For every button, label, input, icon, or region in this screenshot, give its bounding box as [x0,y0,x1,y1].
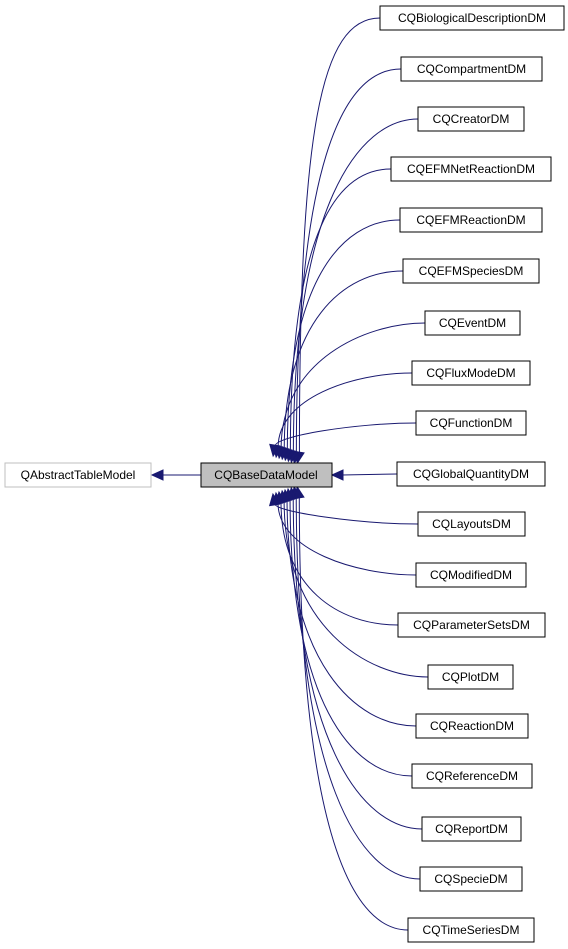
edge-cqfunctiondm [274,422,417,447]
node-cqparametersetsdm[interactable]: CQParameterSetsDM [397,612,546,638]
node-label: CQModifiedDM [430,568,512,582]
node-cqspeciedm[interactable]: CQSpecieDM [419,866,523,892]
edge-cqfluxmodedm [277,372,413,448]
edge-cqmodifieddm [277,502,417,576]
edges [150,17,429,931]
edge-cqplotdm [283,500,429,678]
node-label: CQReactionDM [430,719,514,733]
arrowhead [150,469,164,481]
arrowhead [269,443,281,458]
node-label: CQBaseDataModel [214,468,317,482]
node-label: QAbstractTableModel [21,468,136,482]
edge-cqglobalquantitydm [341,473,398,476]
node-cqeventdm[interactable]: CQEventDM [424,310,521,336]
node-label: CQEFMReactionDM [416,213,525,227]
edge-cqeventdm [280,322,426,449]
edge-cqreactiondm [286,499,417,727]
edge-cqreferencedm [289,498,413,777]
node-label: CQEFMNetReactionDM [407,162,535,176]
node-label: CQReferenceDM [426,769,518,783]
node-cqfluxmodedm[interactable]: CQFluxModeDM [411,360,531,386]
node-label: CQEventDM [439,316,506,330]
node-cqreferencedm[interactable]: CQReferenceDM [411,763,533,789]
node-cqfunctiondm[interactable]: CQFunctionDM [415,410,527,436]
node-label: CQTimeSeriesDM [423,923,520,937]
node-cqglobalquantitydm[interactable]: CQGlobalQuantityDM [396,461,546,487]
edge-cqspeciedm [295,496,421,880]
node-cqefmspeciesdm[interactable]: CQEFMSpeciesDM [402,258,540,284]
arrowhead [293,485,305,500]
child-nodes: CQBiologicalDescriptionDM CQCompartmentDM… [379,5,565,943]
node-cqplotdm[interactable]: CQPlotDM [427,664,514,690]
node-cqreactiondm[interactable]: CQReactionDM [415,713,529,739]
node-cqbiologicaldescriptiondm[interactable]: CQBiologicalDescriptionDM [379,5,565,31]
node-label: CQFunctionDM [430,416,513,430]
node-label: CQFluxModeDM [426,366,515,380]
node-cqcompartmentdm[interactable]: CQCompartmentDM [400,56,543,82]
node-label: CQCompartmentDM [417,62,526,76]
node-cqtimeseriesdm[interactable]: CQTimeSeriesDM [407,917,535,943]
node-cqbasedatamodel[interactable]: CQBaseDataModel [200,462,333,488]
node-label: CQBiologicalDescriptionDM [398,11,546,25]
node-cqcreatordm[interactable]: CQCreatorDM [417,106,525,132]
node-cqefmreactiondm[interactable]: CQEFMReactionDM [399,207,543,233]
node-label: CQEFMSpeciesDM [419,264,524,278]
node-cqmodifieddm[interactable]: CQModifiedDM [415,562,527,588]
node-cqlayoutsdm[interactable]: CQLayoutsDM [417,511,526,537]
node-cqefmnetreactiondm[interactable]: CQEFMNetReactionDM [390,156,552,182]
node-label: CQSpecieDM [434,872,507,886]
edge-cqreportdm [292,497,423,830]
edge-cqefmreactiondm [286,219,401,451]
edge-cqefmspeciesdm [283,270,404,450]
edge-cqcompartmentdm [295,68,402,454]
edge-cqtimeseriesdm [298,496,409,931]
edge-cqparametersetsdm [280,501,399,626]
edge-cqbiologicaldescriptiondm [298,17,381,454]
edge-cqefmnetreactiondm [289,168,392,452]
node-qabstracttablemodel[interactable]: QAbstractTableModel [4,462,152,488]
node-label: CQParameterSetsDM [413,618,530,632]
node-label: CQCreatorDM [433,112,510,126]
node-cqreportdm[interactable]: CQReportDM [421,816,522,842]
node-label: CQReportDM [435,822,508,836]
node-label: CQLayoutsDM [432,517,511,531]
node-label: CQPlotDM [442,670,499,684]
arrowhead [330,469,344,481]
edge-cqcreatordm [292,118,419,453]
node-label: CQGlobalQuantityDM [413,467,529,481]
